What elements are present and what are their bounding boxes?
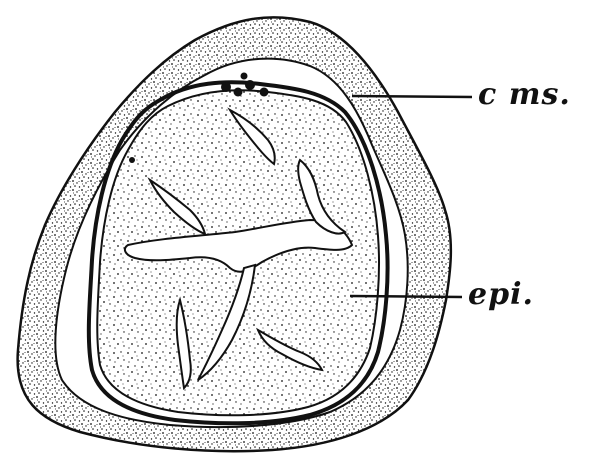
label-epi: epi. [468, 280, 534, 310]
leader-line-epi [350, 296, 462, 297]
leader-line-cms [352, 96, 472, 97]
label-cms: c ms. [478, 80, 571, 110]
